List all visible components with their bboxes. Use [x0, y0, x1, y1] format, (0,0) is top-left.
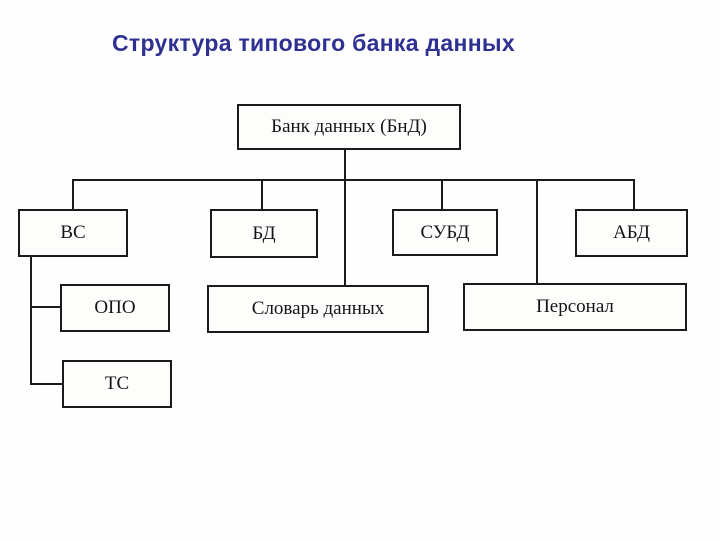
node-abd-label: АБД [613, 222, 650, 243]
connector-root-stem [344, 150, 346, 181]
node-subd: СУБД [392, 209, 498, 256]
node-slovar-dannyh-label: Словарь данных [251, 298, 385, 319]
node-vs: ВС [18, 209, 128, 257]
node-bd: БД [210, 209, 318, 258]
node-opo-label: ОПО [94, 297, 136, 318]
connector-drop-personal [536, 179, 538, 283]
page-title: Структура типового банка данных [112, 30, 515, 56]
node-slovar-dannyh: Словарь данных [207, 285, 429, 333]
node-bank-dannyh-label: Банк данных (БнД) [271, 116, 427, 137]
node-opo: ОПО [60, 284, 170, 332]
connector-vs-left-spine [30, 257, 32, 385]
connector-stub-opo [30, 306, 60, 308]
connector-drop-subd [441, 179, 443, 209]
node-ts-label: ТС [104, 373, 130, 394]
node-subd-label: СУБД [420, 221, 470, 243]
connector-drop-abd [633, 179, 635, 209]
node-vs-label: ВС [60, 222, 86, 243]
connector-drop-slovar [344, 179, 346, 285]
node-personal: Персонал [463, 283, 687, 331]
node-personal-label: Персонал [536, 296, 614, 317]
connector-drop-bd [261, 179, 263, 209]
node-abd: АБД [575, 209, 688, 257]
node-ts: ТС [62, 360, 172, 408]
connector-drop-vs [72, 179, 74, 209]
node-bank-dannyh: Банк данных (БнД) [237, 104, 461, 150]
connector-stub-ts [30, 383, 62, 385]
node-bd-label: БД [252, 222, 276, 244]
connector-main-rail [72, 179, 635, 181]
